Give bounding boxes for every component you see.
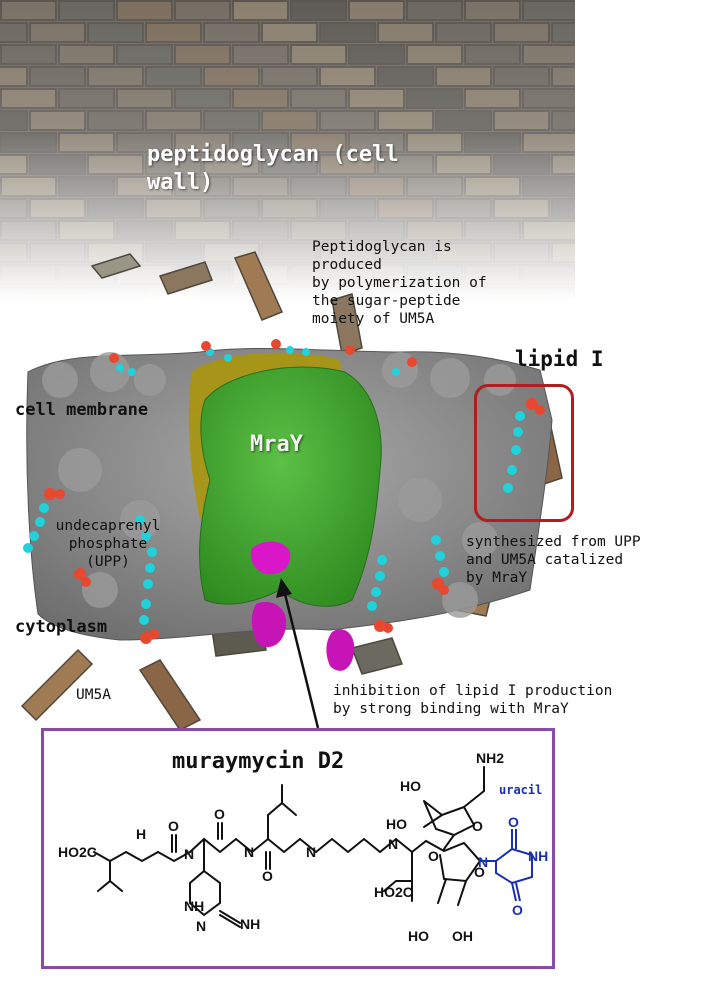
um5a-label: UM5A [76,687,111,703]
cell-membrane-label: cell membrane [15,400,149,420]
brick-wall-illustration [0,0,575,300]
upp-label: undecaprenyl phosphate (UPP) [55,518,161,570]
atom-o-c: O [262,868,273,884]
structure-title: muraymycin D2 [172,749,345,774]
ho2c-right: HO2C [374,884,413,900]
muraymycin-structure-box: muraymycin D2 uracil [41,728,555,969]
atom-n-ring: N [196,918,206,934]
ho2c-left: HO2C [58,844,97,860]
atom-o-urea: O [168,818,179,834]
synthesized-note: synthesized from UPP and UM5A catalized … [466,534,641,586]
atom-ho-bot: HO [408,928,429,944]
atom-n-c: N [244,844,254,860]
atom-o-uracil-top: O [508,814,519,830]
uracil-label: uracil [499,783,543,797]
lipid-i-highlight-box [474,384,574,522]
atom-ho-top2: HO [386,816,407,832]
atom-eq-nh: NH [240,916,260,932]
atom-nh-ring: NH [184,898,204,914]
atom-ho-top1: HO [400,778,421,794]
atom-o-furan-top: O [472,818,483,834]
muraymycin-skeletal-formula: HO2C H O N O N O N NH N NH N HO2C O HO H… [58,750,548,944]
mray-label: MraY [250,432,303,457]
atom-nh2: NH2 [476,750,504,766]
atom-o-b: O [214,806,225,822]
inhibition-note: inhibition of lipid I production by stro… [333,683,613,717]
atom-n-amine: N [388,836,398,852]
atom-o-ether: O [428,848,439,864]
atom-nh-uracil: NH [528,848,548,864]
atom-o-uracil-bot: O [512,902,523,918]
peptidoglycan-note: Peptidoglycan is produced by polymerizat… [312,239,487,327]
atom-nh-a: H [136,826,146,842]
atom-o-furan-bot: O [474,864,485,880]
atom-oh-bot: OH [452,928,473,944]
peptidoglycan-title: peptidoglycan (cell wall) [147,142,399,195]
cytoplasm-label: cytoplasm [15,617,108,637]
atom-n-b: N [184,846,194,862]
atom-n-uracil: N [478,854,488,870]
lipid-i-label: lipid I [515,347,604,371]
atom-n-d: N [306,844,316,860]
